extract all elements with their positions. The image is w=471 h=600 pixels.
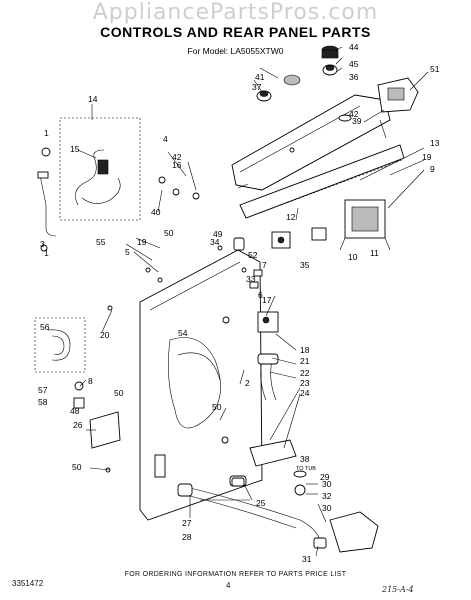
drain-hose-kit xyxy=(34,317,86,373)
control-console xyxy=(231,94,391,191)
callout-32: 32 xyxy=(322,491,332,501)
diagram-title: CONTROLS AND REAR PANEL PARTS xyxy=(100,24,371,40)
callout-24: 24 xyxy=(300,388,310,398)
callout-14: 14 xyxy=(88,94,98,104)
to-tub-note: TO TUB xyxy=(296,466,316,472)
callout-36: 36 xyxy=(349,72,359,82)
switches xyxy=(271,227,327,249)
callout-17: 17 xyxy=(262,295,272,305)
callout-15: 15 xyxy=(70,144,80,154)
timer-bracket xyxy=(377,77,419,113)
callout-26: 26 xyxy=(73,420,83,430)
callout-7: 7 xyxy=(262,260,267,270)
callout-39: 39 xyxy=(352,116,362,126)
callout-4: 4 xyxy=(163,134,168,144)
callout-50-1: 50 xyxy=(164,228,174,238)
screws xyxy=(105,176,263,473)
callout-35: 35 xyxy=(300,260,310,270)
rear-panel xyxy=(139,249,263,521)
callout-23: 23 xyxy=(300,378,310,388)
document-number: 3351472 xyxy=(12,579,44,588)
callout-25: 25 xyxy=(256,498,266,508)
callout-50-2: 50 xyxy=(114,388,124,398)
callout-42-1: 42 xyxy=(172,152,182,162)
callout-3: 3 xyxy=(40,239,45,249)
callout-51: 51 xyxy=(430,64,440,74)
callout-13: 13 xyxy=(430,138,440,148)
callout-10: 10 xyxy=(348,252,358,262)
callout-30-1: 30 xyxy=(322,479,332,489)
callout-20: 20 xyxy=(100,330,110,340)
callout-19-1: 19 xyxy=(137,237,147,247)
callout-56: 56 xyxy=(40,322,50,332)
callout-29: 29 xyxy=(320,472,330,482)
callout-1-2: 1 xyxy=(44,248,49,258)
callout-16: 16 xyxy=(172,160,182,170)
model-line: For Model: LA5055XTW0 xyxy=(187,46,284,56)
callout-28: 28 xyxy=(182,532,192,542)
callout-27: 27 xyxy=(182,518,192,528)
callout-11: 11 xyxy=(370,248,379,258)
callout-38: 38 xyxy=(300,454,310,464)
callout-33: 33 xyxy=(246,274,256,284)
callout-49: 49 xyxy=(213,229,223,239)
ordering-note: FOR ORDERING INFORMATION REFER TO PARTS … xyxy=(124,571,347,578)
callout-44: 44 xyxy=(349,42,359,52)
callout-2: 2 xyxy=(245,378,250,388)
callout-31: 31 xyxy=(302,554,312,564)
callout-37: 37 xyxy=(252,82,262,92)
callout-8: 8 xyxy=(88,376,93,386)
callout-6: 6 xyxy=(258,290,263,300)
callout-48: 48 xyxy=(70,406,80,416)
callout-34: 34 xyxy=(210,237,220,247)
callout-55: 55 xyxy=(96,237,106,247)
callout-40: 40 xyxy=(151,207,161,217)
callout-50-3: 50 xyxy=(212,402,222,412)
callout-52: 52 xyxy=(248,250,258,260)
hose-bracket xyxy=(73,381,121,449)
callout-30-2: 30 xyxy=(322,503,332,513)
callout-45: 45 xyxy=(349,59,359,69)
handwritten-reference: 215-A-4 xyxy=(382,585,414,594)
callout-1-1: 1 xyxy=(44,128,49,138)
knobs xyxy=(256,45,339,102)
callout-50-4: 50 xyxy=(72,462,82,472)
callout-22: 22 xyxy=(300,368,310,378)
timer xyxy=(339,199,391,251)
callout-21: 21 xyxy=(300,356,310,366)
inlet-hose xyxy=(37,147,57,252)
callout-41: 41 xyxy=(255,72,265,82)
callout-54: 54 xyxy=(178,328,188,338)
callout-12: 12 xyxy=(286,212,296,222)
page-number: 4 xyxy=(226,581,231,590)
callout-58: 58 xyxy=(38,397,48,407)
callout-18: 18 xyxy=(300,345,310,355)
cord-set xyxy=(59,117,141,221)
callout-57: 57 xyxy=(38,385,48,395)
fill-hose xyxy=(200,477,250,501)
callout-42-2: 42 xyxy=(349,109,359,119)
callout-19-2: 19 xyxy=(422,152,432,162)
watermark: AppliancePartsPros.com xyxy=(92,0,379,25)
leader-lines xyxy=(77,46,429,557)
callout-9: 9 xyxy=(430,164,435,174)
callout-5: 5 xyxy=(125,247,130,257)
